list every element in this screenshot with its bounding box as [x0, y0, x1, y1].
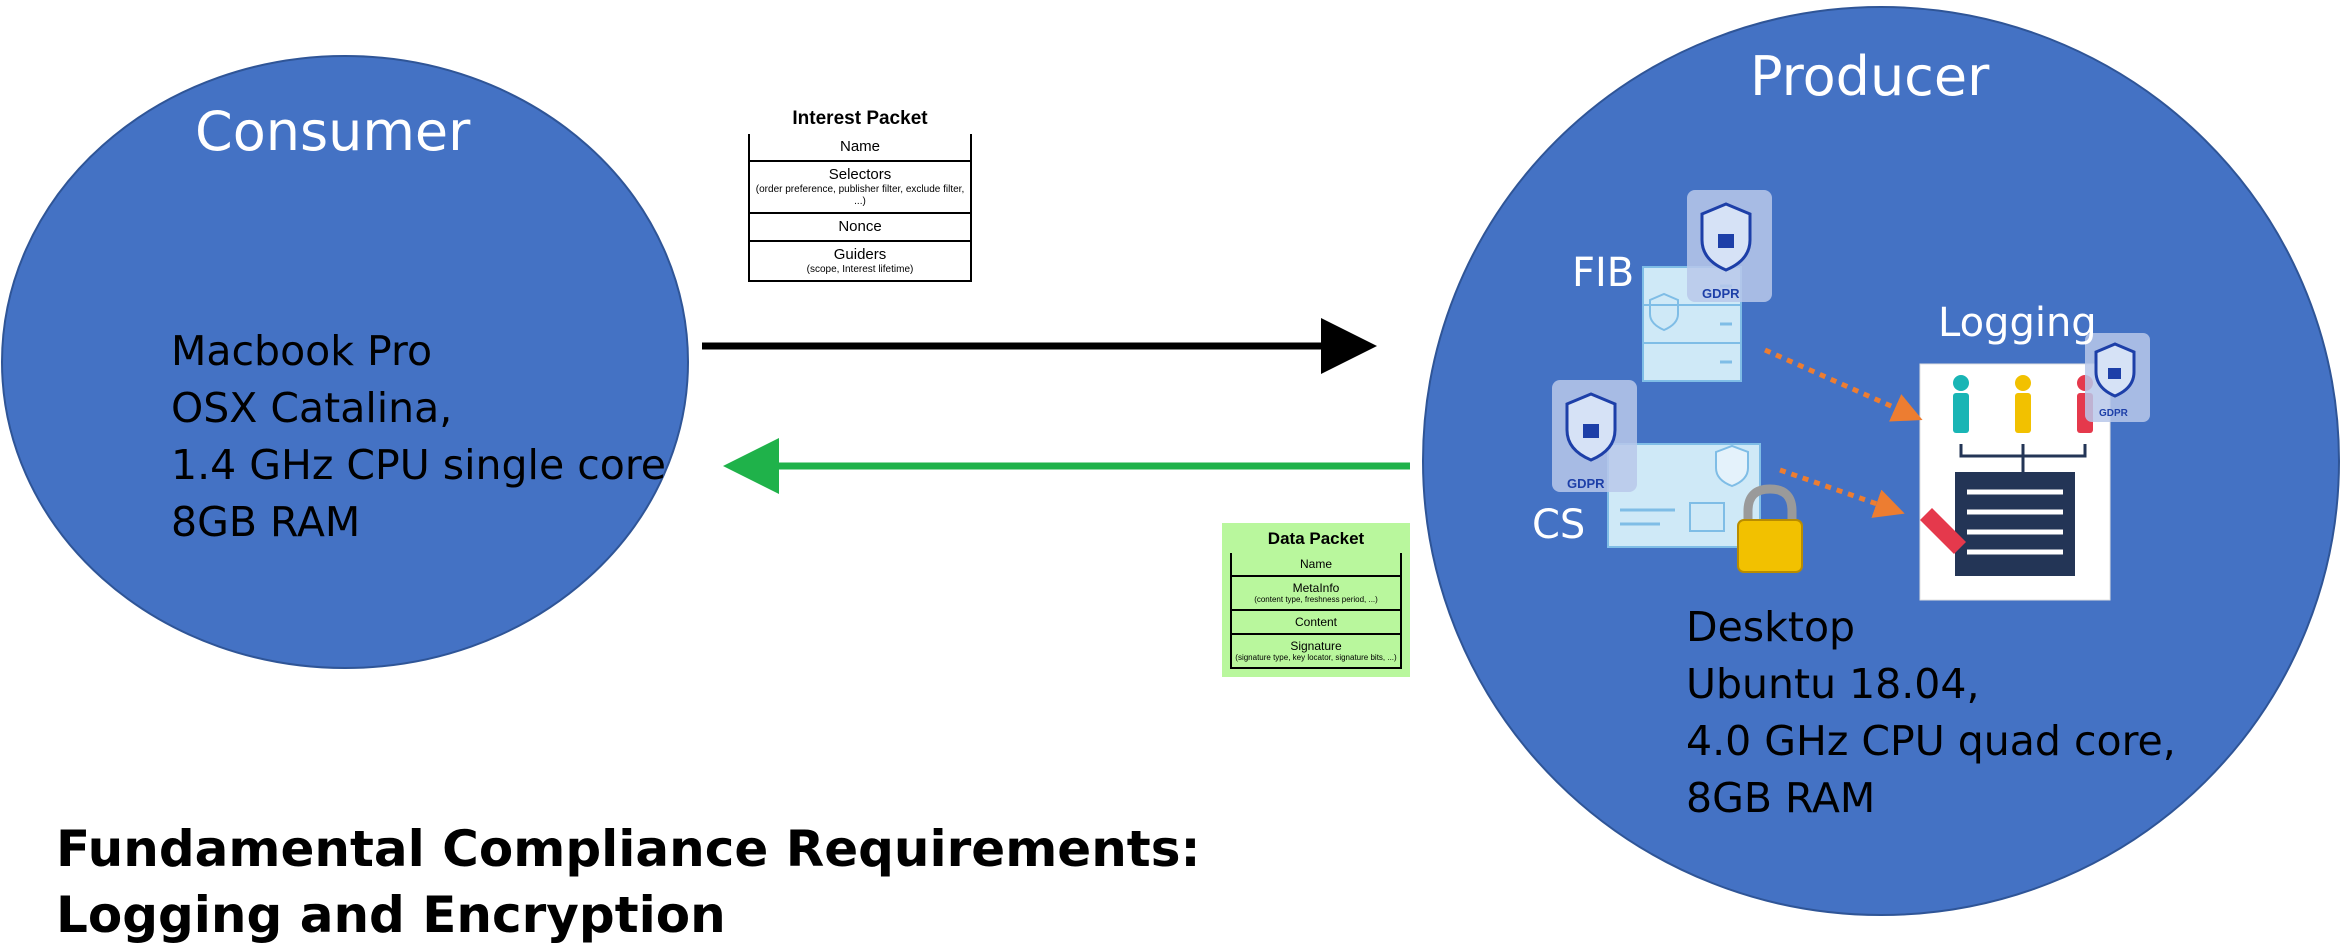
consumer-spec-line: 1.4 GHz CPU single core — [171, 441, 667, 489]
consumer-spec-line: 8GB RAM — [171, 498, 361, 546]
packet-field: Guiders (scope, Interest lifetime) — [748, 242, 972, 282]
consumer-node — [1, 55, 689, 669]
logging-label: Logging — [1938, 300, 2097, 346]
packet-field-desc: (order preference, publisher filter, exc… — [755, 184, 965, 207]
gdpr-badge-label: GDPR — [1567, 476, 1605, 491]
packet-field: Content — [1230, 611, 1402, 635]
packet-field-name: Signature — [1290, 639, 1342, 653]
packet-field-desc: (scope, Interest lifetime) — [806, 264, 914, 275]
packet-field-name: Content — [1294, 615, 1338, 629]
cs-to-logging-arrow — [1779, 467, 1905, 518]
packet-field: Selectors (order preference, publisher f… — [748, 162, 972, 214]
logging-icon — [1919, 363, 2111, 601]
consumer-specs: Macbook Pro OSX Catalina, 1.4 GHz CPU si… — [171, 323, 666, 551]
packet-field: Nonce — [748, 214, 972, 242]
gdpr-badge-label: GDPR — [2099, 408, 2128, 419]
producer-node — [1422, 6, 2340, 916]
fib-label: FIB — [1572, 250, 1635, 296]
producer-spec-line: 8GB RAM — [1686, 774, 1876, 822]
producer-spec-line: 4.0 GHz CPU quad core, — [1686, 717, 2176, 765]
producer-spec-line: Desktop — [1686, 603, 1856, 651]
padlock-icon — [1737, 484, 1803, 573]
packet-field: Name — [1230, 553, 1402, 577]
packet-field-desc: (content type, freshness period, ...) — [1254, 595, 1378, 604]
fib-to-logging-arrow — [1763, 347, 1923, 422]
gdpr-badge-icon — [2085, 333, 2150, 422]
gdpr-badge-icon — [1552, 380, 1637, 492]
data-packet-title: Data Packet — [1267, 529, 1365, 548]
packet-field-name: Guiders — [833, 246, 887, 263]
packet-field-name: Name — [839, 138, 880, 155]
packet-field-name: Name — [1299, 557, 1332, 571]
packet-field-name: Nonce — [838, 218, 882, 235]
consumer-title: Consumer — [195, 100, 471, 163]
consumer-spec-line: OSX Catalina, — [171, 384, 453, 432]
cs-content-icon — [1607, 443, 1761, 548]
footer-heading: Fundamental Compliance Requirements: — [56, 820, 1201, 878]
cs-label: CS — [1532, 502, 1586, 548]
packet-field: Name — [748, 134, 972, 162]
packet-field: MetaInfo (content type, freshness period… — [1230, 577, 1402, 611]
producer-title: Producer — [1750, 45, 1990, 108]
gdpr-badge-icon — [1687, 190, 1772, 302]
interest-packet-title: Interest Packet — [792, 108, 928, 129]
data-packet: Data Packet Name MetaInfo (content type,… — [1222, 523, 1410, 677]
consumer-spec-line: Macbook Pro — [171, 327, 433, 375]
gdpr-badge-label: GDPR — [1702, 286, 1740, 301]
packet-field-name: Selectors — [828, 166, 892, 183]
producer-specs: Desktop Ubuntu 18.04, 4.0 GHz CPU quad c… — [1686, 599, 2176, 827]
packet-field-desc: (signature type, key locator, signature … — [1235, 653, 1397, 662]
packet-field-name: MetaInfo — [1292, 581, 1340, 595]
interest-packet: Interest Packet Name Selectors (order pr… — [748, 108, 972, 282]
packet-field: Signature (signature type, key locator, … — [1230, 635, 1402, 669]
footer-subheading: Logging and Encryption — [56, 886, 726, 944]
producer-spec-line: Ubuntu 18.04, — [1686, 660, 1980, 708]
